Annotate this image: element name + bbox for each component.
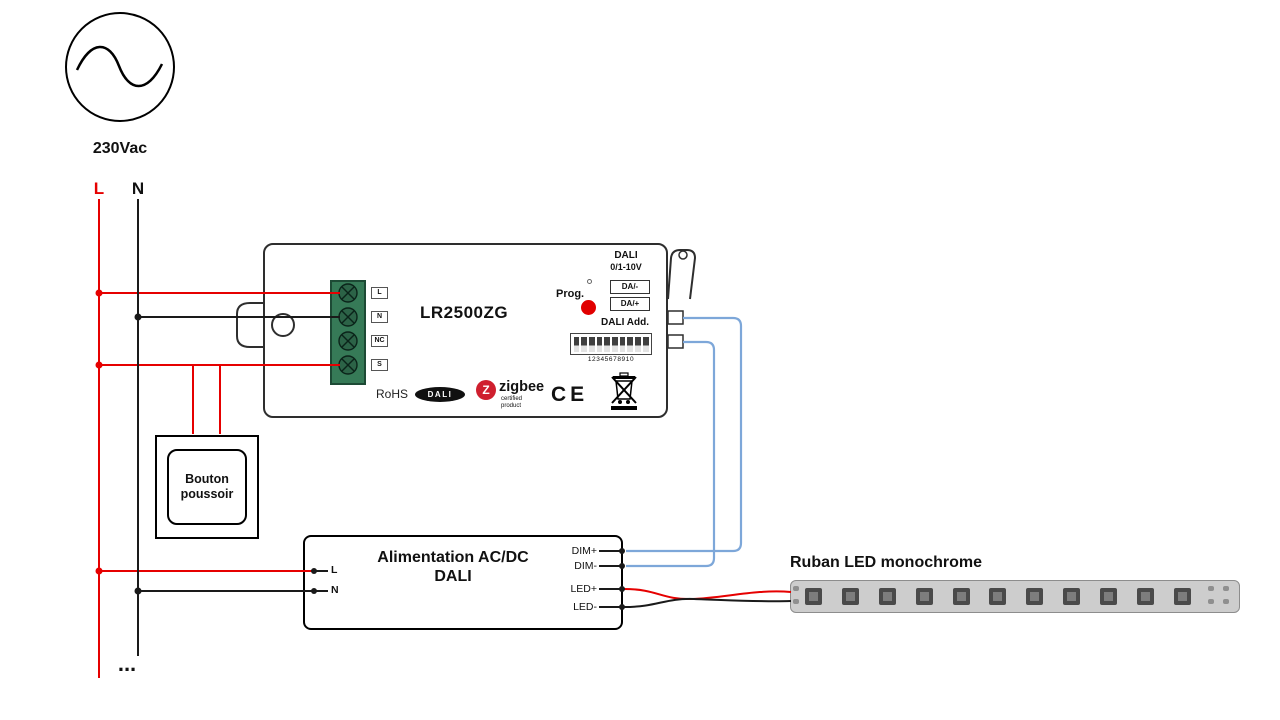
led-chip — [915, 588, 933, 605]
dip-switch-lever[interactable] — [627, 336, 634, 352]
ce-mark: CE — [551, 383, 589, 406]
led-chip — [989, 588, 1007, 605]
psu-led-minus-label: LED- — [573, 601, 597, 613]
prog-indicator-led — [587, 279, 592, 284]
zigbee-logo-icon: Z — [476, 380, 496, 400]
wire-led-minus — [623, 597, 792, 608]
controller-model: LR2500ZG — [420, 303, 509, 322]
led-chip — [841, 588, 859, 605]
continuation-ellipsis: ... — [117, 651, 137, 676]
dip-switch-lever[interactable] — [588, 336, 595, 352]
mains-live-label: L — [93, 179, 105, 198]
wire-led-plus — [623, 588, 792, 601]
dip-switch-lever[interactable] — [581, 336, 587, 352]
dali-address-label: DALI Add. — [601, 317, 649, 328]
led-chip — [952, 588, 970, 605]
push-button-face[interactable]: Bouton poussoir — [167, 449, 247, 525]
dip-switch-numbers: 12345678910 — [587, 356, 635, 363]
zigbee-certified-label: certified — [501, 396, 523, 402]
weee-crossed-bin-icon — [611, 372, 637, 410]
terminal-label-l: L — [371, 287, 388, 299]
dip-switch-lever[interactable] — [612, 336, 618, 352]
dip-switch-lever[interactable] — [619, 336, 626, 352]
dali-title: DALI — [614, 250, 638, 261]
terminal-label-nc: NC — [371, 335, 388, 347]
strip-solder-pad — [1208, 586, 1214, 591]
psu-neutral-terminal-label: N — [331, 584, 339, 596]
psu-dim-plus-label: DIM+ — [571, 545, 597, 557]
led-chip — [878, 588, 896, 605]
dali-out-tab-2 — [667, 334, 684, 349]
psu-live-terminal-label: L — [331, 564, 338, 576]
dip-switch-lever[interactable] — [635, 336, 641, 352]
terminal-screws-icon — [338, 283, 358, 375]
led-chip — [1137, 588, 1155, 605]
strip-solder-pad — [1223, 586, 1229, 591]
psu-box — [303, 535, 623, 630]
ac-source-symbol — [65, 12, 175, 122]
psu-led-plus-label: LED+ — [570, 583, 597, 595]
led-chip — [1173, 588, 1191, 605]
led-chip — [805, 588, 822, 605]
push-button-label-line1: Bouton — [185, 472, 229, 486]
terminal-block — [330, 280, 366, 385]
rohs-mark: RoHS — [376, 387, 409, 401]
da-plus-terminal: DA/+ — [610, 297, 650, 311]
psu-title-line1: Alimentation AC/DC — [377, 549, 529, 566]
live-junctions — [95, 289, 103, 575]
push-button-label-line2: poussoir — [180, 487, 234, 501]
dip-switch-lever[interactable] — [596, 336, 603, 352]
dip-switch[interactable] — [570, 333, 652, 355]
led-chip — [1026, 588, 1044, 605]
dali-out-tab-1 — [667, 310, 684, 325]
strip-solder-pad — [793, 586, 799, 591]
led-chip — [1063, 588, 1081, 605]
ac-voltage-label: 230Vac — [92, 140, 148, 157]
dip-switch-lever[interactable] — [573, 336, 580, 352]
da-minus-terminal: DA/- — [610, 280, 650, 294]
prog-label: Prog. — [556, 288, 585, 300]
mains-neutral-label: N — [131, 179, 145, 198]
dali-mode-label: 0/1-10V — [610, 262, 642, 272]
psu-dim-minus-label: DIM- — [574, 560, 597, 572]
strip-solder-pad — [1223, 599, 1229, 604]
zigbee-logo-text: zigbee — [499, 379, 545, 395]
prog-button[interactable] — [581, 300, 596, 315]
led-strip — [790, 580, 1240, 613]
dip-switch-lever[interactable] — [642, 336, 649, 352]
terminal-label-s: S — [371, 359, 388, 371]
zigbee-product-label: product — [501, 403, 522, 409]
mount-ear-left — [236, 302, 263, 348]
strip-solder-pad — [1208, 599, 1214, 604]
mount-ear-right — [667, 249, 697, 300]
psu-title-line2: DALI — [434, 568, 472, 585]
dali-logo: DALI — [415, 387, 465, 402]
led-strip-label: Ruban LED monochrome — [790, 554, 983, 571]
led-chip — [1100, 588, 1118, 605]
ac-sine-icon — [75, 45, 164, 87]
strip-solder-pad — [793, 599, 799, 604]
led-chips — [791, 581, 1239, 612]
dip-switch-lever[interactable] — [604, 336, 611, 352]
mount-hole-right — [678, 250, 688, 260]
terminal-label-n: N — [371, 311, 388, 323]
